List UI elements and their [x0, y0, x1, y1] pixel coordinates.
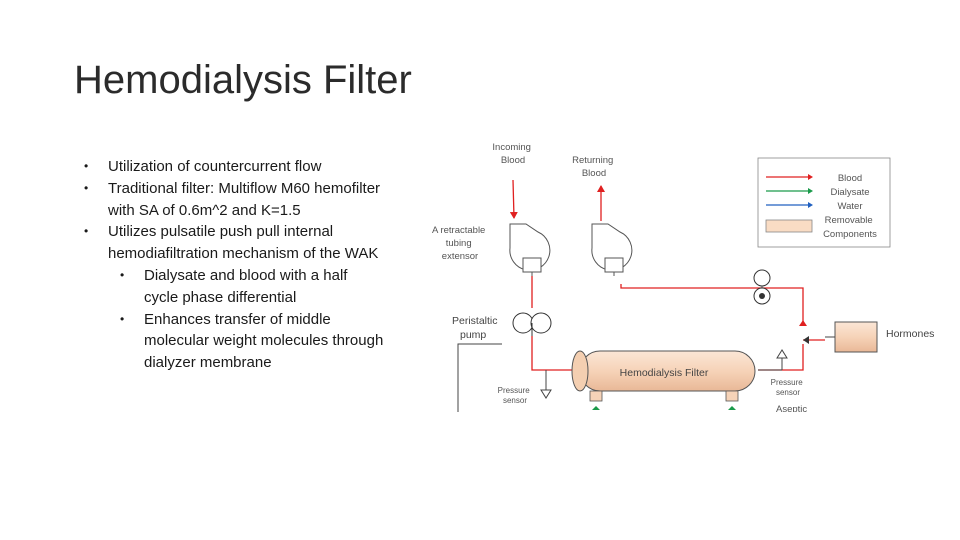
incoming-blood-arrow [509, 179, 518, 219]
legend-arrowhead-dialysate [808, 188, 813, 194]
bullet-item: • Traditional filter: Multiflow M60 hemo… [84, 178, 384, 222]
hormones-label: Hormones [886, 328, 934, 340]
tubing-extensor-left [509, 223, 551, 276]
pressure-sensor-left [540, 370, 552, 399]
bullet-item: • Utilization of countercurrent flow [84, 156, 384, 178]
tubing-extensor-right [591, 223, 633, 276]
sub-bullet-item: • Enhances transfer of middle molecular … [84, 309, 384, 374]
legend-swatch-removable [765, 219, 813, 233]
bullet-marker: • [84, 224, 89, 239]
tubing-extensor-label: A retractable tubing extensor [432, 225, 488, 262]
incoming-blood-label: Incoming Blood [492, 142, 533, 166]
legend-arrowhead-water [808, 202, 813, 208]
valve-top [753, 269, 771, 287]
label-line: Returning [572, 155, 613, 166]
legend-label-water: Water [838, 201, 863, 212]
pressure-sensor-right [776, 349, 788, 370]
bullet-text: Traditional filter: Multiflow M60 hemofi… [108, 179, 381, 219]
bullet-text: Utilization of countercurrent flow [108, 158, 322, 175]
peristaltic-pump-label: Peristaltic pump [452, 315, 500, 341]
label-line: Blood [501, 155, 525, 166]
hormones-box [825, 321, 878, 353]
pressure-sensor-left-label: Pressure sensor [498, 385, 533, 405]
hemodialysis-filter-tank [571, 350, 756, 410]
legend-label-blood: Blood [838, 173, 862, 184]
flow-arrow [799, 320, 807, 326]
legend-label-removable: Removable Components [823, 215, 877, 240]
label-line: Pressure [498, 386, 531, 395]
bullet-marker: • [84, 159, 89, 173]
legend-label-dialysate: Dialysate [830, 187, 869, 198]
pump-feed-line [457, 343, 502, 412]
label-line: pump [460, 329, 486, 341]
label-line: Components [823, 229, 877, 240]
label-line: Peristaltic [452, 315, 498, 327]
label-line: sensor [503, 396, 527, 405]
pressure-sensor-right-label: Pressure sensor [771, 377, 806, 397]
label-line: Removable [825, 215, 873, 226]
hemodialysis-diagram: Incoming Blood Returning Blood A retract… [432, 142, 934, 412]
label-line: Pressure [771, 378, 804, 387]
returning-blood-label: Returning Blood [572, 155, 616, 179]
legend: Blood Dialysate Water Removable Componen… [757, 157, 891, 248]
label-line: extensor [442, 251, 478, 262]
valve-center [759, 293, 765, 299]
legend-arrowhead-blood [808, 174, 813, 180]
label-line: tubing [446, 238, 472, 249]
bullet-list: • Utilization of countercurrent flow • T… [84, 156, 384, 374]
filter-label: Hemodialysis Filter [620, 367, 709, 379]
bullet-marker: • [120, 311, 125, 326]
bullet-item: • Utilizes pulsatile push pull internal … [84, 221, 384, 265]
blood-tubing [531, 276, 825, 371]
peristaltic-pump [512, 312, 552, 336]
label-line: Incoming [492, 142, 531, 153]
aseptic-label: Aseptic [776, 404, 807, 412]
bullet-text: Enhances transfer of middle molecular we… [144, 310, 384, 372]
slide-title: Hemodialysis Filter [74, 58, 412, 102]
label-line: A retractable [432, 225, 485, 236]
bullet-marker: • [84, 180, 89, 195]
bullet-text: Utilizes pulsatile push pull internal he… [108, 223, 379, 263]
bullet-marker: • [120, 267, 125, 282]
label-line: sensor [776, 388, 800, 397]
label-line: Blood [582, 168, 606, 179]
bullet-text: Dialysate and blood with a half cycle ph… [144, 266, 348, 306]
sub-bullet-item: • Dialysate and blood with a half cycle … [84, 265, 384, 309]
hormone-arrow [803, 336, 809, 344]
